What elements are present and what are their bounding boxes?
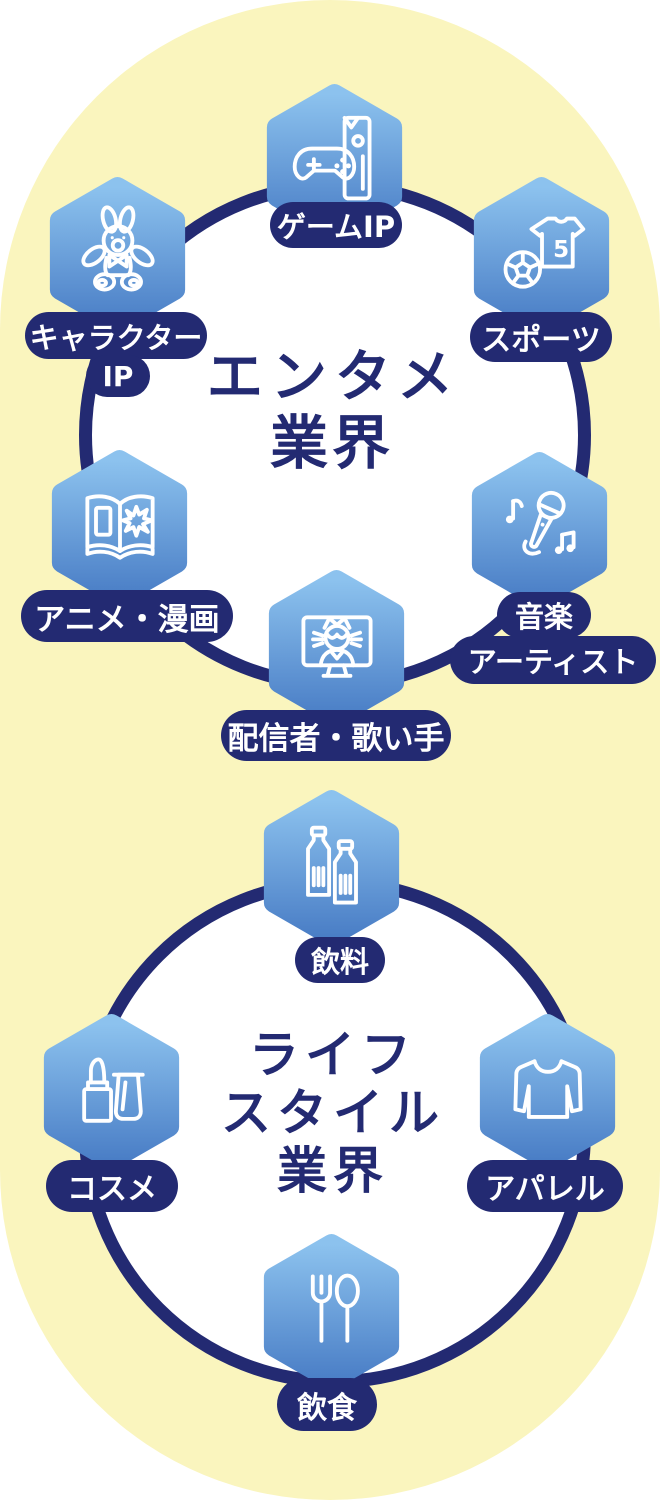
label-streamer: 配信者・歌い手 (221, 710, 451, 761)
lifestyle-title-line3: 業界 (277, 1142, 389, 1200)
soccer-jersey-icon: 5 (503, 216, 585, 289)
label-game-ip: ゲームIP (270, 202, 402, 248)
label-character-ip-line1: キャラクター (25, 312, 207, 359)
label-music-line1: 音楽 (497, 592, 591, 638)
hex-game-ip (261, 81, 408, 243)
plush-character-icon (80, 205, 155, 292)
cosmetics-icon (81, 1057, 145, 1123)
hexagon-shape (263, 790, 400, 946)
shirt-icon (512, 1059, 583, 1119)
hexagon-shape (479, 1014, 616, 1170)
hex-food (258, 1231, 405, 1393)
label-apparel: アパレル (467, 1160, 623, 1212)
label-anime-manga: アニメ・漫画 (21, 590, 233, 642)
hex-drink (258, 787, 405, 949)
vtuber-monitor-icon (300, 615, 373, 678)
manga-book-icon (84, 494, 155, 560)
hex-anime-manga (46, 447, 193, 609)
game-controller-icon (292, 115, 371, 201)
label-sports: スポーツ (470, 312, 612, 362)
label-drink: 飲料 (295, 937, 385, 983)
label-character-ip-line2: IP (86, 355, 150, 397)
hex-cosme (38, 1011, 185, 1173)
label-cosme: コスメ (46, 1160, 178, 1212)
microphone-icon (505, 490, 576, 556)
cutlery-icon (310, 1273, 360, 1343)
hex-music-artist (466, 449, 613, 611)
entertainment-title-line2: 業界 (269, 409, 394, 477)
label-food: 飲食 (277, 1378, 377, 1431)
lifestyle-title: ライフ スタイル 業界 (0, 1026, 660, 1200)
lifestyle-title-line1: ライフ (249, 1026, 417, 1084)
bottles-icon (305, 825, 358, 905)
entertainment-title: エンタメ 業界 (0, 345, 660, 477)
jersey-number: 5 (553, 237, 569, 263)
lifestyle-title-line2: スタイル (221, 1084, 445, 1142)
hex-streamer (263, 567, 410, 729)
hex-apparel (474, 1011, 621, 1173)
label-music-line2: アーティスト (450, 636, 656, 684)
entertainment-title-line1: エンタメ (206, 345, 462, 410)
